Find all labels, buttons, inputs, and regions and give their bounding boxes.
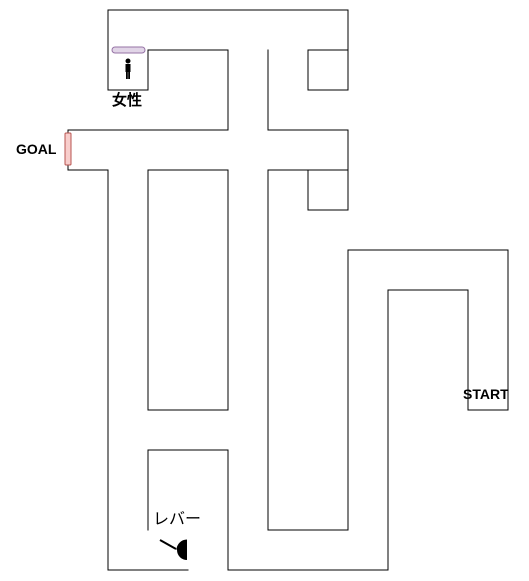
upper-left-wall	[67, 49, 229, 131]
lever-icon[interactable]	[159, 539, 188, 560]
upper-right-notch-wall	[267, 49, 349, 171]
goal-label: GOAL	[16, 141, 57, 157]
goal-opening-wall	[67, 129, 109, 171]
person-icon	[125, 58, 131, 79]
left-outer-wall	[107, 169, 189, 571]
top-wall	[107, 9, 349, 51]
left-inner-wall	[147, 169, 229, 411]
goal-door[interactable]	[64, 132, 72, 166]
upper-right-alcove-wall	[307, 49, 349, 91]
woman-label: 女性	[112, 91, 143, 109]
woman-room-door[interactable]	[111, 46, 146, 54]
lever-label: レバー	[153, 509, 202, 528]
middle-alcove-wall	[307, 169, 349, 211]
middle-right-wall	[147, 169, 509, 571]
start-label: START	[463, 386, 509, 402]
woman-room-wall	[107, 49, 149, 91]
